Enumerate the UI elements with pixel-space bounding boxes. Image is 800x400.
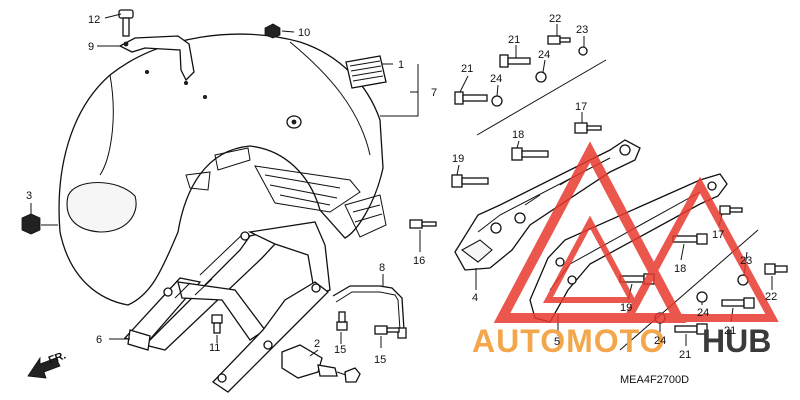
bolt-15-a [336, 311, 348, 331]
callout-24-d: 24 [654, 335, 666, 347]
callout-18-a: 18 [512, 129, 524, 141]
callout-17-b: 17 [712, 229, 724, 241]
callout-5: 5 [554, 336, 560, 348]
callout-21-a: 21 [508, 34, 520, 46]
front-label: FR. [47, 349, 68, 366]
callout-2: 2 [314, 338, 320, 350]
front-arrow-icon [27, 356, 61, 379]
callout-9: 9 [88, 41, 94, 53]
nut-10 [264, 23, 281, 39]
bolt-16 [409, 219, 437, 229]
diagram-code: MEA4F2700D [620, 374, 689, 386]
callout-22-a: 22 [549, 13, 561, 25]
callout-1: 1 [398, 59, 404, 71]
callout-3: 3 [26, 190, 32, 202]
callout-8: 8 [379, 262, 385, 274]
watermark-word-b: HUB [702, 323, 771, 359]
rear-grip-left [454, 139, 641, 271]
leader-lines [30, 13, 773, 357]
callout-4: 4 [472, 292, 478, 304]
bolt-12 [118, 9, 134, 37]
bolt-11 [211, 314, 223, 334]
callout-15-b: 15 [374, 354, 386, 366]
harness-stay [118, 35, 195, 82]
callout-18-b: 18 [674, 263, 686, 275]
callout-21-b: 21 [461, 63, 473, 75]
watermark-word-a: AUTOMOTO [472, 323, 665, 359]
callout-16: 16 [413, 255, 425, 267]
callout-17-a: 17 [575, 101, 587, 113]
callout-19-a: 19 [452, 153, 464, 165]
watermark-logo [493, 141, 779, 323]
bolt-15-b [374, 325, 400, 335]
callout-19-b: 19 [620, 302, 632, 314]
callout-21-d: 21 [679, 349, 691, 361]
callout-24-b: 24 [490, 73, 502, 85]
callout-23-b: 23 [740, 255, 752, 267]
lock-cable [332, 285, 407, 339]
rear-fender [58, 33, 387, 306]
rear-sub-frame [123, 221, 331, 393]
nut-3 [21, 213, 41, 235]
callout-6: 6 [96, 334, 102, 346]
callout-10: 10 [298, 27, 310, 39]
callout-22-b: 22 [765, 291, 777, 303]
callout-24-c: 24 [697, 307, 709, 319]
callout-24-a: 24 [538, 49, 550, 61]
callout-11: 11 [209, 342, 220, 354]
hardware-upper [451, 35, 602, 188]
callout-15-a: 15 [334, 344, 346, 356]
callout-labels: 1 2 3 4 5 6 7 8 9 10 11 12 15 15 16 17 1… [26, 13, 777, 366]
callout-7: 7 [431, 87, 437, 99]
reflector [345, 55, 387, 89]
callout-12: 12 [88, 14, 100, 26]
callout-21-c: 21 [724, 325, 736, 337]
seat-lock [281, 344, 361, 383]
callout-23-a: 23 [576, 24, 588, 36]
